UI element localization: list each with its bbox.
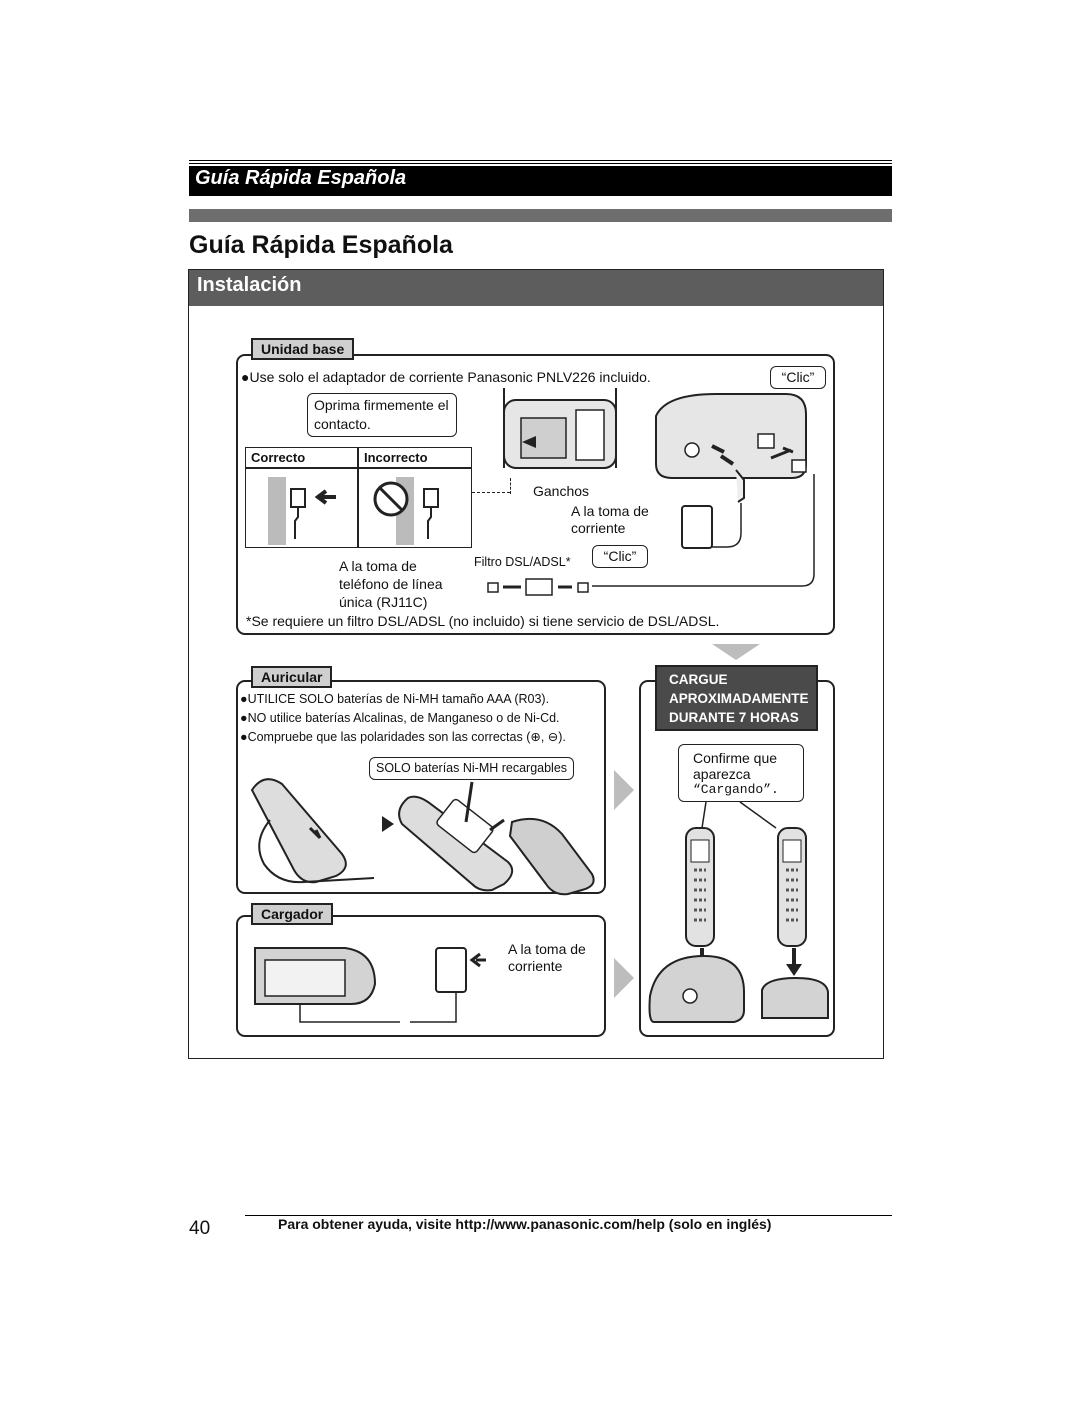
correct-incorrect-table: Correcto Incorrecto: [245, 447, 472, 548]
down-arrow-icon: [712, 644, 760, 660]
cargador-tab: Cargador: [251, 903, 334, 925]
auricular-tab: Auricular: [251, 666, 333, 688]
unidad-base-bullet: ●Use solo el adaptador de corriente Pana…: [241, 369, 651, 386]
charger-outlet-label: A la toma de corriente: [508, 941, 586, 974]
dashed-leader-vertical: [510, 478, 511, 494]
bullet-icon: ●: [241, 369, 250, 385]
charge-heading-line: APROXIMADAMENTE: [669, 691, 809, 706]
section-title: Instalación: [197, 274, 302, 296]
adapter-plug-illustration: [268, 477, 439, 545]
ganchos-label: Ganchos: [533, 483, 590, 499]
battery-insertion-illustration: [250, 778, 595, 896]
confirm-callout: Confirme que aparezca “Cargando”.: [678, 744, 804, 802]
charger-illustration: [254, 947, 486, 1023]
section-header: [189, 270, 883, 306]
confirm-text: Confirme que aparezca: [693, 750, 778, 782]
nimh-callout: SOLO baterías Ni-MH recargables: [369, 757, 575, 780]
table-header-rule: [246, 467, 471, 469]
header-rule-top: [189, 160, 892, 161]
dashed-leader: [472, 492, 510, 493]
click-callout-mid: “Clic”: [592, 545, 648, 568]
footer-rule: [245, 1215, 892, 1216]
header-band: [189, 166, 892, 196]
help-footer: Para obtener ayuda, visite http://www.pa…: [278, 1216, 772, 1232]
handsets-charging-illustration: [648, 801, 829, 1023]
header-band-label: Guía Rápida Española: [195, 167, 407, 189]
correcto-label: Correcto: [251, 450, 306, 465]
auricular-bullet: ●UTILICE SOLO baterías de Ni-MH tamaño A…: [240, 692, 550, 706]
auricular-bullet-list: ●UTILICE SOLO baterías de Ni-MH tamaño A…: [240, 690, 566, 747]
auricular-bullet: ●NO utilice baterías Alcalinas, de Manga…: [240, 711, 560, 725]
cargando-display-text: “Cargando”.: [693, 782, 779, 797]
dsl-filter-label: Filtro DSL/ADSL*: [474, 555, 571, 569]
page-number: 40: [189, 1218, 211, 1239]
charge-heading-line: CARGUE: [669, 672, 728, 687]
press-contact-callout: Oprima firmemente el contacto.: [307, 393, 457, 437]
auricular-bullet: ●Compruebe que las polaridades son las c…: [240, 730, 566, 744]
right-arrow-icon: [614, 770, 634, 810]
base-unit-rear-illustration: [503, 388, 815, 587]
power-outlet-label: A la toma de corriente: [571, 503, 649, 536]
phone-jack-label: A la toma de teléfono de línea única (RJ…: [339, 558, 443, 610]
installation-section: [188, 269, 884, 1059]
incorrecto-label: Incorrecto: [364, 450, 428, 465]
table-divider: [357, 448, 359, 547]
charge-heading-box: CARGUE APROXIMADAMENTE DURANTE 7 HORAS: [655, 665, 818, 731]
dsl-filter-illustration: [487, 578, 589, 596]
dsl-footnote: *Se requiere un filtro DSL/ADSL (no incl…: [246, 613, 720, 629]
unidad-base-tab: Unidad base: [251, 338, 355, 360]
page-title: Guía Rápida Española: [189, 231, 453, 259]
gray-divider-bar: [189, 209, 892, 222]
click-callout-top: “Clic”: [770, 366, 826, 389]
charge-heading-line: DURANTE 7 HORAS: [669, 710, 799, 725]
header-rule-second: [189, 163, 892, 164]
unidad-base-bullet-text: Use solo el adaptador de corriente Panas…: [249, 369, 651, 385]
right-arrow-icon: [614, 958, 634, 998]
